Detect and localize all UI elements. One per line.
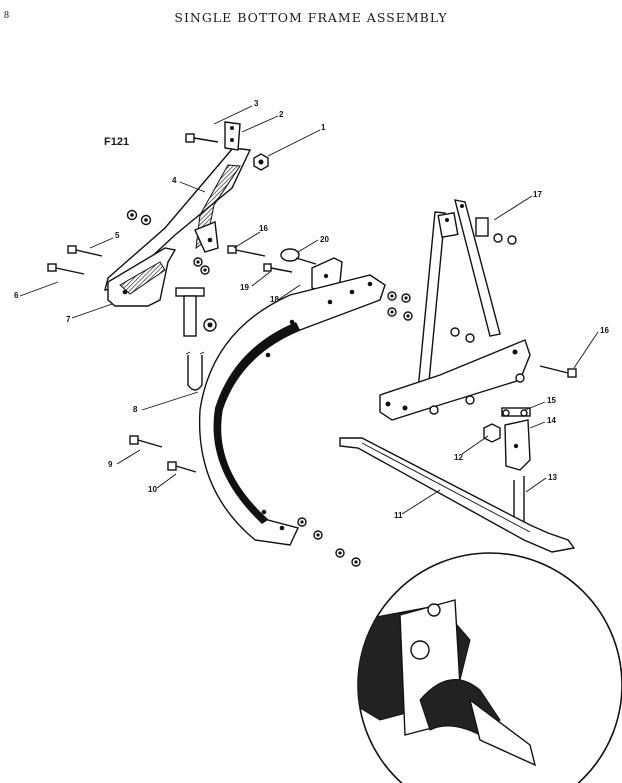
callout-17: 17 xyxy=(533,190,542,199)
callout-2: 2 xyxy=(279,110,284,119)
callout-16-left: 16 xyxy=(259,224,268,233)
callout-14: 14 xyxy=(547,416,556,425)
rear-brace-a-frame xyxy=(379,199,531,421)
plate-part-15 xyxy=(501,407,531,417)
callout-5: 5 xyxy=(115,231,120,240)
front-bracket-part-7 xyxy=(107,221,219,307)
callout-12: 12 xyxy=(454,453,463,462)
eyebolt-part-20 xyxy=(280,248,317,265)
callout-20: 20 xyxy=(320,235,329,244)
bolt-part-3 xyxy=(185,133,219,143)
page-title: SINGLE BOTTOM FRAME ASSEMBLY xyxy=(174,10,448,25)
callout-19: 19 xyxy=(240,283,249,292)
callout-4: 4 xyxy=(172,176,177,185)
callout-15: 15 xyxy=(547,396,556,405)
callout-1: 1 xyxy=(321,123,326,132)
callout-18: 18 xyxy=(270,295,279,304)
callout-10: 10 xyxy=(148,485,157,494)
bolt-part-10 xyxy=(167,461,197,473)
bolt-part-9 xyxy=(129,435,163,448)
clip-plate xyxy=(175,287,205,337)
u-bolt xyxy=(185,351,205,391)
callout-labels: 3 2 1 4 5 6 7 16 20 19 18 17 16 8 15 14 … xyxy=(14,99,609,520)
nuts-beam xyxy=(297,291,413,567)
front-brace-part-4 xyxy=(104,121,252,291)
callout-11: 11 xyxy=(394,511,403,520)
callout-6: 6 xyxy=(14,291,19,300)
nuts-left xyxy=(126,209,217,332)
page-number: 8 xyxy=(4,10,9,21)
bolt-part-6 xyxy=(47,263,85,275)
curved-beam-part-8 xyxy=(198,274,386,546)
bolt-part-5 xyxy=(67,245,103,257)
callout-3: 3 xyxy=(254,99,259,108)
axle-rod-part-11 xyxy=(339,437,576,553)
callout-7: 7 xyxy=(66,315,71,324)
bolt-part-19 xyxy=(263,263,293,273)
nut-part-12 xyxy=(483,423,501,443)
callout-16-right: 16 xyxy=(600,326,609,335)
clamp-part-17 xyxy=(475,217,517,245)
callout-13: 13 xyxy=(548,473,557,482)
detail-view xyxy=(357,552,622,783)
callout-9: 9 xyxy=(108,460,113,469)
clamp-part-14 xyxy=(504,419,531,471)
bolt-part-16-left xyxy=(227,245,266,257)
callout-8: 8 xyxy=(133,405,138,414)
nut-part-1 xyxy=(253,153,269,171)
figure-id: F121 xyxy=(104,136,130,148)
bolt-part-16-right xyxy=(539,365,577,378)
callout-leaders xyxy=(19,105,599,515)
